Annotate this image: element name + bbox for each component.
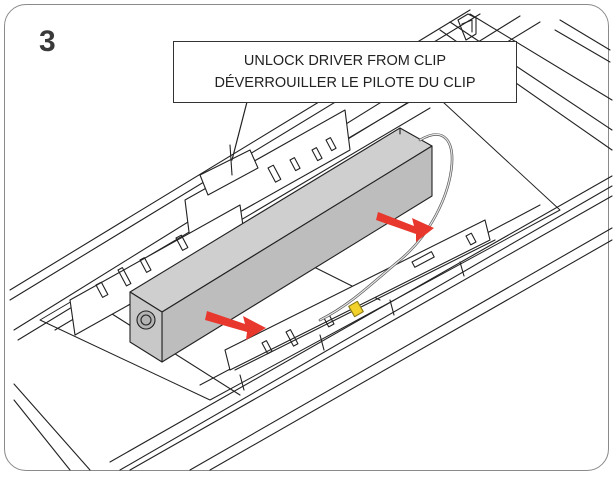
red-arrow-icon <box>205 311 266 340</box>
driver-wire <box>318 133 454 322</box>
wire-connector <box>348 300 364 318</box>
red-arrow-icon <box>376 212 434 242</box>
instruction-panel: 3 UNLOCK DRIVER FROM CLIP DÉVERROUILLER … <box>4 4 609 471</box>
arrow-upper <box>376 212 434 242</box>
callout-text-english: UNLOCK DRIVER FROM CLIP <box>243 53 447 69</box>
instruction-callout: UNLOCK DRIVER FROM CLIP DÉVERROUILLER LE… <box>173 41 517 103</box>
callout-leader <box>231 97 249 161</box>
step-number: 3 <box>39 25 56 58</box>
led-driver <box>129 127 433 363</box>
callout-text-french: DÉVERROUILLER LE PILOTE DU CLIP <box>214 75 476 91</box>
arrow-lower <box>205 311 266 340</box>
